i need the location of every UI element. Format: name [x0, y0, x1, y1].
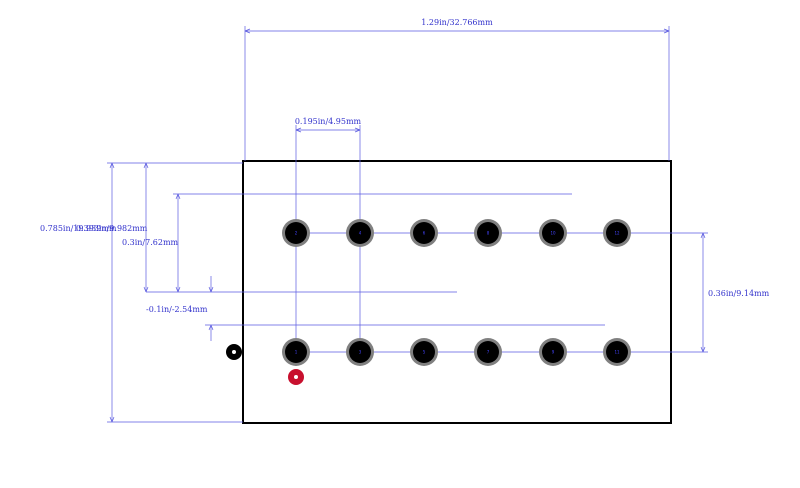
pad-number: 10 [550, 231, 556, 236]
pad: 3 [346, 338, 374, 366]
pad-number: 11 [614, 350, 620, 355]
offset-label: -0.1in/-2.54mm [146, 305, 208, 314]
pad-number: 1 [295, 350, 298, 355]
row-spacing-dimension: 0.3in/7.62mm [122, 193, 572, 293]
row-spacing-label: 0.3in/7.62mm [122, 238, 179, 247]
pad: 10 [539, 219, 567, 247]
pad-number: 2 [295, 231, 298, 236]
pad-row-top: 2 4 6 8 10 12 [282, 219, 631, 247]
overall-height-label-a: 0.785in/19.939mm [40, 224, 117, 233]
overall-width-label: 1.29in/32.766mm [421, 18, 493, 27]
pad: 6 [410, 219, 438, 247]
pad: 4 [346, 219, 374, 247]
row-pitch-right-dimension: 0.36in/9.14mm [296, 232, 770, 353]
pin1-indicator-marker [288, 369, 304, 385]
body-height-dimension: 0.393in/9.982mm [76, 162, 149, 293]
pad-number: 12 [614, 231, 620, 236]
offset-dimension: -0.1in/-2.54mm [146, 276, 605, 341]
pad: 11 [603, 338, 631, 366]
pad-number: 6 [423, 231, 426, 236]
pad-number: 8 [487, 231, 490, 236]
pin1-origin-marker [226, 344, 242, 360]
pad: 7 [474, 338, 502, 366]
pad: 2 [282, 219, 310, 247]
pad: 9 [539, 338, 567, 366]
pad: 5 [410, 338, 438, 366]
row-pitch-right-label: 0.36in/9.14mm [708, 289, 770, 298]
pad-number: 7 [487, 350, 490, 355]
pad: 1 [282, 338, 310, 366]
overall-width-dimension: 1.29in/32.766mm [244, 18, 670, 161]
pad: 8 [474, 219, 502, 247]
pad-pitch-label: 0.195in/4.95mm [295, 117, 362, 126]
pad-number: 9 [552, 350, 555, 355]
overall-height-label-b: 0.393in/9.982mm [76, 224, 148, 233]
pad-number: 5 [423, 350, 426, 355]
pad-number: 4 [359, 231, 362, 236]
pad-number: 3 [359, 350, 362, 355]
pad: 12 [603, 219, 631, 247]
overall-height-dimension: 0.785in/19.939mm [40, 162, 243, 423]
pad-row-bottom: 1 3 5 7 9 11 [282, 338, 631, 366]
